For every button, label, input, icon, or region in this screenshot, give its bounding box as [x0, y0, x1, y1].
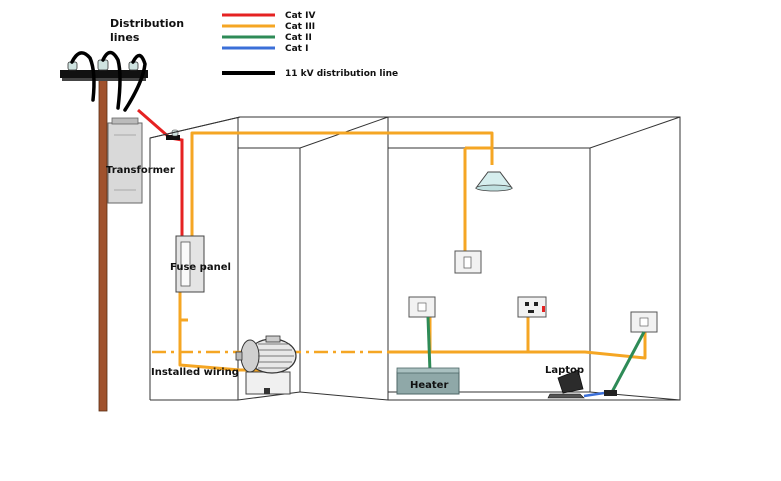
pole-crossarm-shadow	[62, 78, 146, 81]
utility-pole	[60, 50, 148, 412]
wall-outlet	[630, 311, 658, 333]
distribution-wire	[101, 50, 122, 110]
pole-crossarm	[60, 70, 148, 78]
cat-iii-outlet-drops	[428, 312, 530, 352]
distribution-wire	[123, 53, 147, 112]
light-switch	[454, 250, 482, 274]
fuse-panel-label: Fuse panel	[170, 262, 231, 273]
wall-outlet	[517, 296, 547, 318]
switch-toggle-icon	[463, 256, 472, 269]
legend-label-cat-iv: Cat IV	[285, 11, 315, 21]
motor-shaft-icon	[235, 351, 243, 361]
laptop-label: Laptop	[545, 365, 584, 376]
fuse-panel	[175, 235, 205, 293]
heater-cord	[426, 316, 432, 373]
building-outline	[149, 116, 681, 401]
laptop-charger-icon	[604, 390, 617, 396]
legend-label-cat-ii: Cat II	[285, 33, 312, 43]
cat-iii-wiring	[178, 131, 647, 372]
heater-label: Heater	[410, 380, 448, 391]
distribution-lines-label-1: Distribution	[110, 17, 184, 30]
laptop-charger-cord	[610, 331, 646, 393]
laptop	[547, 369, 617, 399]
cat-ii-appliance-cords	[426, 316, 646, 393]
transformer-cap	[111, 117, 139, 125]
distribution-lines-label-2: lines	[110, 31, 140, 44]
legend: Cat IV Cat III Cat II Cat I 11 kV distri…	[222, 11, 398, 79]
cat-i-laptop-cable	[583, 391, 605, 398]
legend-label-cat-i: Cat I	[285, 44, 308, 54]
outlet-socket-icon	[417, 302, 427, 312]
electric-motor	[235, 335, 297, 395]
cat-iii-ceiling-run	[190, 131, 494, 262]
ceiling-light	[475, 171, 513, 192]
laptop-screen-icon	[557, 369, 584, 394]
legend-label-cat-iii: Cat III	[285, 22, 315, 32]
transformer	[107, 117, 143, 204]
outlet-socket-icon	[528, 310, 534, 313]
outlet-socket-icon	[639, 317, 649, 327]
transformer-label: Transformer	[106, 165, 175, 176]
wall-outlet	[408, 296, 436, 318]
legend-label-distribution-line: 11 kV distribution line	[285, 69, 398, 79]
distribution-wire	[70, 51, 96, 102]
service-entrance-connector	[166, 135, 180, 140]
installed-wiring-label: Installed wiring	[151, 367, 239, 378]
pole-shaft	[98, 74, 108, 412]
cat-iii-panel-feed	[178, 318, 188, 350]
cat-iii-outlet-run	[388, 330, 647, 360]
heater	[396, 367, 460, 395]
